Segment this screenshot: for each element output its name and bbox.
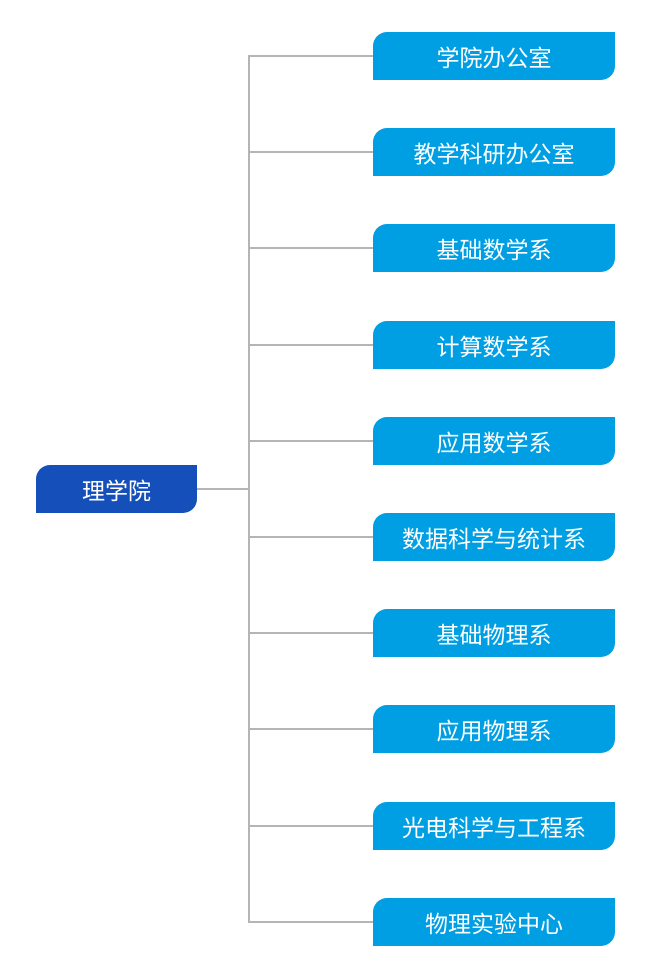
root-connector — [197, 488, 249, 490]
child-node[interactable]: 学院办公室 — [373, 32, 615, 80]
branch-connector — [249, 728, 373, 730]
child-label: 学院办公室 — [436, 46, 552, 72]
child-node[interactable]: 物理实验中心 — [373, 898, 615, 946]
child-label: 应用数学系 — [436, 431, 552, 457]
child-node[interactable]: 基础数学系 — [373, 224, 615, 272]
child-label: 教学科研办公室 — [413, 142, 575, 168]
child-label: 数据科学与统计系 — [402, 527, 586, 553]
child-node[interactable]: 教学科研办公室 — [373, 128, 615, 176]
branch-connector — [249, 536, 373, 538]
child-label: 计算数学系 — [436, 335, 552, 361]
branch-connector — [249, 344, 373, 346]
child-node[interactable]: 光电科学与工程系 — [373, 802, 615, 850]
branch-connector — [249, 151, 373, 153]
child-label: 基础数学系 — [436, 238, 552, 264]
child-label: 应用物理系 — [436, 719, 552, 745]
child-node[interactable]: 基础物理系 — [373, 609, 615, 657]
trunk-connector — [248, 55, 250, 923]
branch-connector — [249, 55, 373, 57]
child-label: 光电科学与工程系 — [402, 816, 586, 842]
branch-connector — [249, 825, 373, 827]
branch-connector — [249, 921, 373, 923]
child-label: 物理实验中心 — [425, 912, 563, 938]
child-node[interactable]: 应用数学系 — [373, 417, 615, 465]
child-label: 基础物理系 — [436, 623, 552, 649]
branch-connector — [249, 247, 373, 249]
root-label: 理学院 — [82, 479, 151, 505]
child-node[interactable]: 应用物理系 — [373, 705, 615, 753]
root-node[interactable]: 理学院 — [36, 465, 197, 513]
child-node[interactable]: 计算数学系 — [373, 321, 615, 369]
child-node[interactable]: 数据科学与统计系 — [373, 513, 615, 561]
branch-connector — [249, 440, 373, 442]
branch-connector — [249, 632, 373, 634]
